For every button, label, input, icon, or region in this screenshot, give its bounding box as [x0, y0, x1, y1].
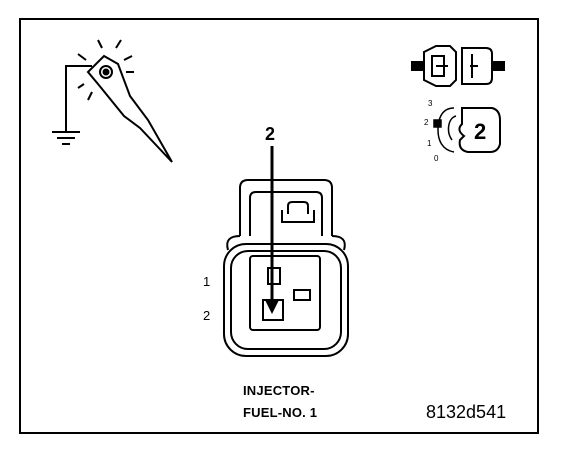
probe-scale-2: 2: [424, 118, 429, 127]
probe-pin-label: 2: [474, 119, 487, 144]
pin-label-2: 2: [203, 308, 211, 323]
caption-line-1: INJECTOR-: [243, 383, 315, 398]
ground-icon: [52, 65, 92, 145]
connector-face: [223, 179, 349, 357]
caption-line-2: FUEL-NO. 1: [243, 405, 318, 420]
callout-label: 2: [265, 124, 276, 144]
figure-code: 8132d541: [426, 402, 507, 422]
probe-scale-3: 3: [428, 99, 433, 108]
diagram-frame: [19, 18, 539, 434]
pin-label-1: 1: [203, 274, 211, 289]
test-probe-icon: [77, 39, 173, 163]
probe-scale-1: 1: [427, 139, 432, 148]
probe-position-icon: [433, 107, 501, 153]
callout-arrow: [265, 146, 279, 314]
probe-scale-0: 0: [434, 154, 439, 163]
connector-pair-icon: [411, 45, 505, 87]
